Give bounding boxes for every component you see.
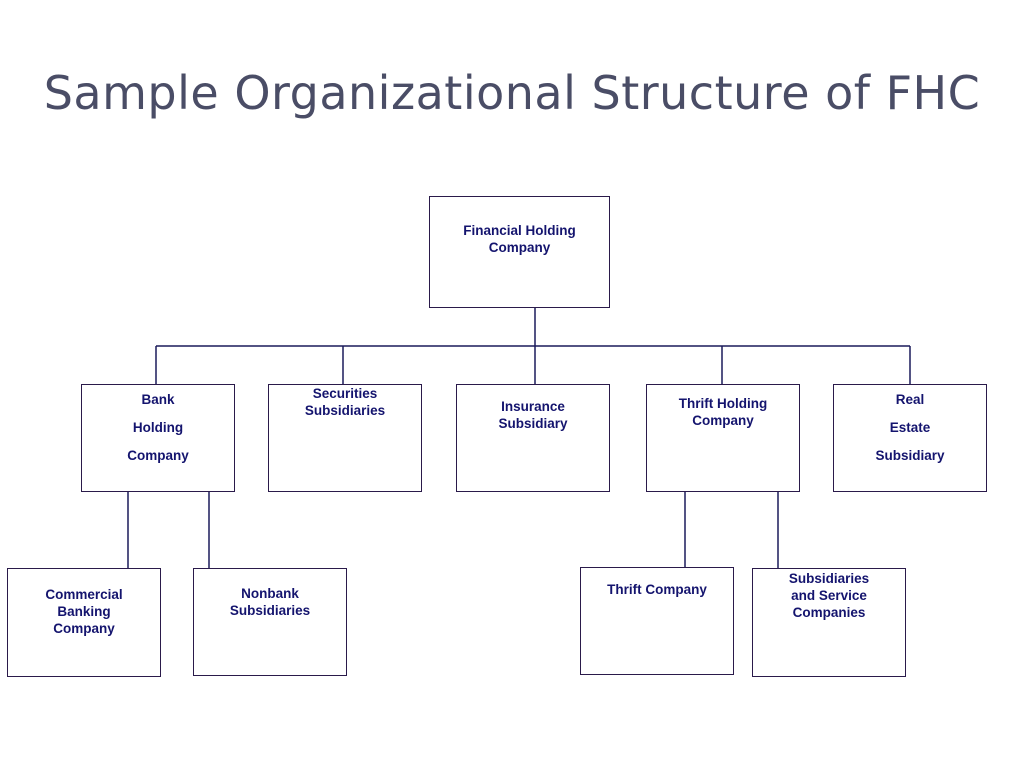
box-label: Insurance (501, 399, 565, 414)
box-label: Nonbank (241, 586, 299, 601)
box-label: Subsidiaries (788, 571, 870, 586)
box-insurance-subsidiary: Insurance Subsidiary (456, 384, 610, 492)
box-label: Financial Holding (463, 223, 576, 238)
box-label: Securities (312, 386, 378, 401)
box-securities-subsidiaries: Securities Subsidiaries (268, 384, 422, 492)
box-label: Company (692, 413, 754, 428)
page-title: Sample Organizational Structure of FHC (43, 66, 981, 120)
box-label: Subsidiary (875, 448, 945, 463)
box-label: Banking (57, 604, 111, 619)
box-commercial-banking-company: Commercial Banking Company (7, 568, 161, 677)
box-bank-holding-company: Bank Holding Company (81, 384, 235, 492)
box-label: Subsidiaries (304, 403, 386, 418)
box-label: Company (127, 448, 189, 463)
box-label: Companies (792, 605, 866, 620)
box-subsidiaries-and-service-companies: Subsidiaries and Service Companies (752, 568, 906, 677)
box-label: Holding (132, 420, 184, 435)
box-label: Thrift Company (607, 582, 707, 597)
box-label: Thrift Holding (678, 396, 768, 411)
box-label: Real (895, 392, 925, 407)
box-thrift-holding-company: Thrift Holding Company (646, 384, 800, 492)
box-label: Bank (141, 392, 175, 407)
box-real-estate-subsidiary: Real Estate Subsidiary (833, 384, 987, 492)
box-label: Subsidiaries (229, 603, 311, 618)
box-label: Estate (889, 420, 931, 435)
box-label: Company (53, 621, 115, 636)
box-label: Commercial (45, 587, 123, 602)
box-label: Subsidiary (498, 416, 568, 431)
box-thrift-company: Thrift Company (580, 567, 734, 675)
box-label: and Service (791, 588, 867, 603)
box-financial-holding-company: Financial Holding Company (429, 196, 610, 308)
box-label: Company (488, 240, 551, 255)
box-nonbank-subsidiaries: Nonbank Subsidiaries (193, 568, 347, 676)
